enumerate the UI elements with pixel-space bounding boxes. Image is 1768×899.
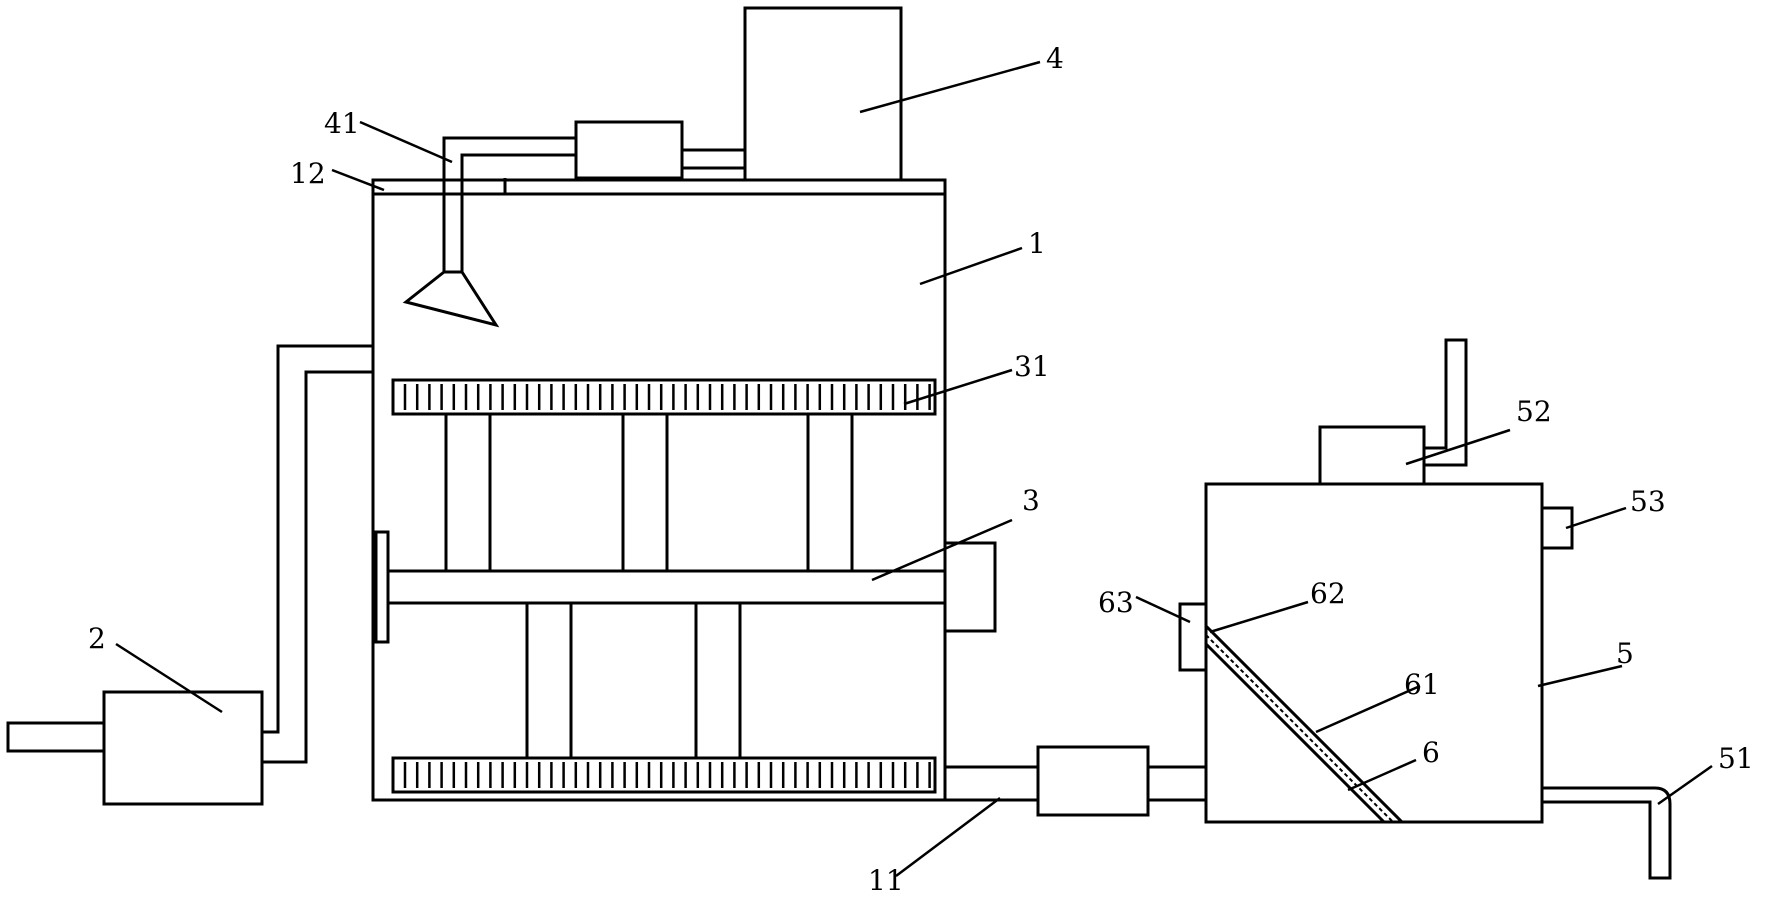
screen-line-a <box>1204 624 1404 824</box>
pump-box-41 <box>574 120 684 180</box>
leader-6 <box>1347 758 1417 792</box>
support-upper-1 <box>444 412 492 573</box>
shaft-motor <box>943 541 997 633</box>
label-6: 6 <box>1422 736 1440 769</box>
pump-box-11 <box>1036 745 1150 817</box>
shaft-3 <box>374 530 997 644</box>
reference-labels: 41 12 4 1 31 3 2 11 52 53 63 62 61 6 5 5… <box>88 42 1754 897</box>
lower-grate-teeth <box>403 762 931 788</box>
upper-grate-frame <box>391 378 937 416</box>
leader-4 <box>859 60 1041 114</box>
leader-5 <box>1537 664 1623 688</box>
port-63 <box>1178 602 1208 672</box>
supports <box>444 412 854 760</box>
motor-pump-pipe <box>682 148 745 170</box>
box-52 <box>1318 425 1426 486</box>
label-61: 61 <box>1404 668 1440 701</box>
label-1: 1 <box>1028 227 1046 260</box>
spray-pipe-41 <box>442 136 576 272</box>
leader-1 <box>919 246 1023 286</box>
support-lower-1 <box>525 601 573 760</box>
device-2-pipe <box>262 344 373 764</box>
label-41: 41 <box>324 107 360 140</box>
leader-53 <box>1565 506 1627 530</box>
leader-41 <box>359 120 453 164</box>
support-upper-3 <box>806 412 854 573</box>
leader-12 <box>331 168 385 192</box>
upper-grate-teeth <box>403 384 931 410</box>
leader-3 <box>871 518 1013 582</box>
leader-63 <box>1135 595 1191 624</box>
upper-grate-31 <box>391 378 937 416</box>
device-2-body <box>102 690 264 806</box>
label-63: 63 <box>1098 586 1134 619</box>
label-52: 52 <box>1516 395 1552 428</box>
leader-11 <box>895 797 1001 877</box>
label-2: 2 <box>88 622 106 655</box>
pipe-52 <box>1424 338 1468 467</box>
outlet-pipe-51 <box>1542 786 1672 880</box>
connector-pipe <box>1148 765 1206 802</box>
tank-5 <box>1178 338 1672 880</box>
leader-52 <box>1405 428 1511 466</box>
label-5: 5 <box>1616 637 1634 670</box>
label-53: 53 <box>1630 485 1666 518</box>
support-upper-2 <box>621 412 669 573</box>
sloped-screen-6 <box>1204 624 1404 824</box>
label-11: 11 <box>868 864 904 897</box>
leader-31 <box>903 368 1013 406</box>
support-lower-2 <box>694 601 742 760</box>
leader-62 <box>1209 600 1309 634</box>
leader-61 <box>1315 684 1421 734</box>
shaft-bar <box>381 569 947 605</box>
lower-grate <box>391 756 937 794</box>
inlet-pipe-2 <box>6 721 108 753</box>
leader-51 <box>1657 764 1713 806</box>
outlet-pipe-11 <box>945 765 1038 802</box>
device-2 <box>6 344 373 806</box>
motor-housing-4 <box>743 6 903 182</box>
label-4: 4 <box>1046 42 1064 75</box>
label-3: 3 <box>1022 484 1040 517</box>
label-62: 62 <box>1310 577 1346 610</box>
lower-grate-frame <box>391 756 937 794</box>
label-31: 31 <box>1014 350 1050 383</box>
leader-lines <box>115 60 1713 877</box>
label-12: 12 <box>290 157 326 190</box>
tank-lid-12 <box>371 178 947 196</box>
tank-5-body <box>1204 482 1544 824</box>
label-51: 51 <box>1718 742 1754 775</box>
shaft-end-plate <box>374 530 390 644</box>
screen-line-mesh <box>1205 634 1394 823</box>
screen-line-b <box>1204 642 1386 824</box>
leader-2 <box>115 642 223 714</box>
spray-nozzle <box>402 270 500 328</box>
top-motor-4 <box>402 6 903 328</box>
outlet-11 <box>945 745 1206 817</box>
